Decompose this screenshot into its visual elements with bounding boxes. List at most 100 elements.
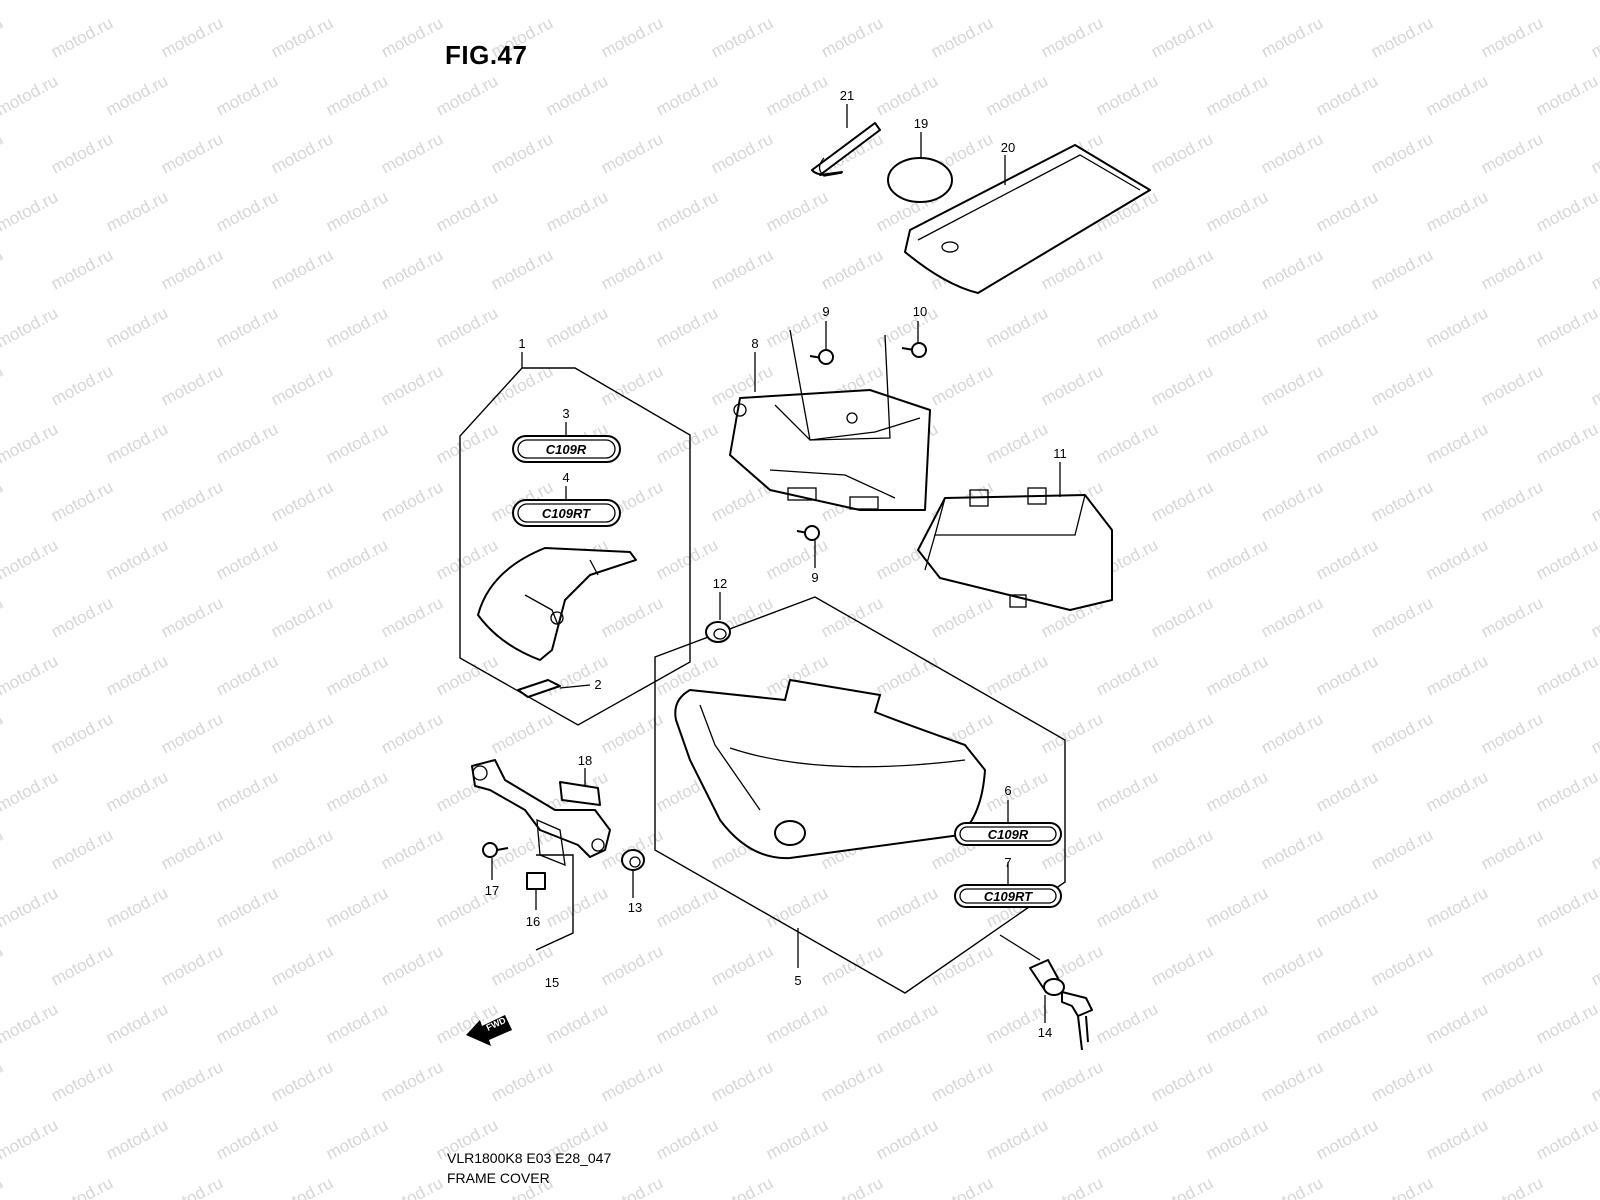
watermark-text: motod.ru (1588, 1057, 1600, 1105)
watermark-text: motod.ru (598, 1173, 666, 1200)
callout-19: 19 (914, 116, 928, 131)
group-frame-1 (459, 367, 691, 726)
watermark-text: motod.ru (1313, 0, 1381, 4)
watermark-text: motod.ru (1423, 303, 1491, 351)
watermark-text: motod.ru (1478, 825, 1546, 873)
watermark-text: motod.ru (598, 941, 666, 989)
watermark-text: motod.ru (1478, 941, 1546, 989)
watermark-text: motod.ru (158, 13, 226, 61)
watermark-text: motod.ru (818, 1173, 886, 1200)
watermark-text: motod.ru (213, 187, 281, 235)
watermark-text: motod.ru (0, 999, 61, 1047)
watermark-text: motod.ru (1093, 767, 1161, 815)
watermark-text: motod.ru (1478, 1173, 1546, 1200)
watermark-text: motod.ru (1368, 129, 1436, 177)
watermark-text: motod.ru (1258, 245, 1326, 293)
watermark-text: motod.ru (1038, 361, 1106, 409)
watermark-text: motod.ru (873, 71, 941, 119)
watermark-text: motod.ru (488, 709, 556, 757)
watermark-text: motod.ru (1148, 477, 1216, 525)
watermark-text: motod.ru (1423, 0, 1491, 4)
callout-5: 5 (794, 973, 801, 988)
watermark-text: motod.ru (213, 303, 281, 351)
watermark-text: motod.ru (48, 941, 116, 989)
watermark-text: motod.ru (873, 303, 941, 351)
watermark-text: motod.ru (653, 999, 721, 1047)
watermark-text: motod.ru (268, 13, 336, 61)
o-ring-part-19 (887, 157, 953, 203)
watermark-text: motod.ru (213, 767, 281, 815)
watermark-text: motod.ru (543, 883, 611, 931)
watermark-text: motod.ru (708, 129, 776, 177)
watermark-text: motod.ru (323, 71, 391, 119)
callout-14: 14 (1038, 1025, 1052, 1040)
callout-4: 4 (562, 470, 569, 485)
watermark-text: motod.ru (1368, 1173, 1436, 1200)
watermark-text: motod.ru (103, 0, 171, 4)
watermark-text: motod.ru (158, 477, 226, 525)
watermark-text: motod.ru (323, 419, 391, 467)
watermark-text: motod.ru (653, 1115, 721, 1163)
callout-17: 17 (485, 883, 499, 898)
watermark-text: motod.ru (1423, 187, 1491, 235)
model-code: VLR1800K8 E03 E28_047 (447, 1150, 612, 1166)
watermark-text: motod.ru (433, 303, 501, 351)
watermark-text: motod.ru (928, 1173, 996, 1200)
callout-20: 20 (1001, 140, 1015, 155)
watermark-text: motod.ru (48, 593, 116, 641)
watermark-text: motod.ru (1533, 535, 1600, 583)
watermark-text: motod.ru (1588, 941, 1600, 989)
watermark-text: motod.ru (1203, 767, 1271, 815)
watermark-text: motod.ru (1478, 245, 1546, 293)
watermark-text: motod.ru (268, 361, 336, 409)
watermark-text: motod.ru (213, 535, 281, 583)
watermark-text: motod.ru (213, 651, 281, 699)
watermark-text: motod.ru (1313, 651, 1381, 699)
watermark-text: motod.ru (433, 419, 501, 467)
watermark-text: motod.ru (1423, 71, 1491, 119)
watermark-text: motod.ru (1588, 477, 1600, 525)
watermark-text: motod.ru (213, 883, 281, 931)
watermark-text: motod.ru (1203, 1115, 1271, 1163)
watermark-text: motod.ru (1148, 709, 1216, 757)
watermark-text: motod.ru (0, 767, 61, 815)
watermark-text: motod.ru (0, 651, 61, 699)
watermark-text: motod.ru (983, 303, 1051, 351)
watermark-text: motod.ru (378, 593, 446, 641)
callout-12: 12 (713, 576, 727, 591)
group-frame-5 (654, 596, 1066, 994)
watermark-text: motod.ru (378, 825, 446, 873)
watermark-text: motod.ru (763, 1115, 831, 1163)
watermark-text: motod.ru (158, 941, 226, 989)
svg-text:C109RT: C109RT (984, 889, 1033, 904)
watermark-text: motod.ru (268, 825, 336, 873)
watermark-text: motod.ru (1313, 419, 1381, 467)
watermark-text: motod.ru (1588, 593, 1600, 641)
watermark-text: motod.ru (323, 0, 391, 4)
watermark-text: motod.ru (1258, 361, 1326, 409)
watermark-text: motod.ru (103, 767, 171, 815)
watermark-text: motod.ru (653, 0, 721, 4)
watermark-text: motod.ru (1423, 651, 1491, 699)
watermark-text: motod.ru (0, 883, 61, 931)
watermark-text: motod.ru (378, 361, 446, 409)
emblem-part-6: C109R (954, 822, 1062, 846)
watermark-text: motod.ru (928, 361, 996, 409)
watermark-text: motod.ru (543, 651, 611, 699)
watermark-text: motod.ru (48, 129, 116, 177)
watermark-text: motod.ru (1093, 1115, 1161, 1163)
watermark-text: motod.ru (1203, 651, 1271, 699)
watermark-text: motod.ru (1093, 71, 1161, 119)
watermark-text: motod.ru (1313, 883, 1381, 931)
watermark-text: motod.ru (433, 187, 501, 235)
watermark-text: motod.ru (323, 1115, 391, 1163)
watermark-text: motod.ru (48, 709, 116, 757)
watermark-text: motod.ru (818, 13, 886, 61)
bracket-part-15 (471, 759, 611, 867)
watermark-text: motod.ru (1533, 767, 1600, 815)
section-name: FRAME COVER (447, 1170, 550, 1186)
figure-title: FIG.47 (445, 40, 528, 70)
watermark-text: motod.ru (1038, 1057, 1106, 1105)
watermark-text: motod.ru (103, 419, 171, 467)
